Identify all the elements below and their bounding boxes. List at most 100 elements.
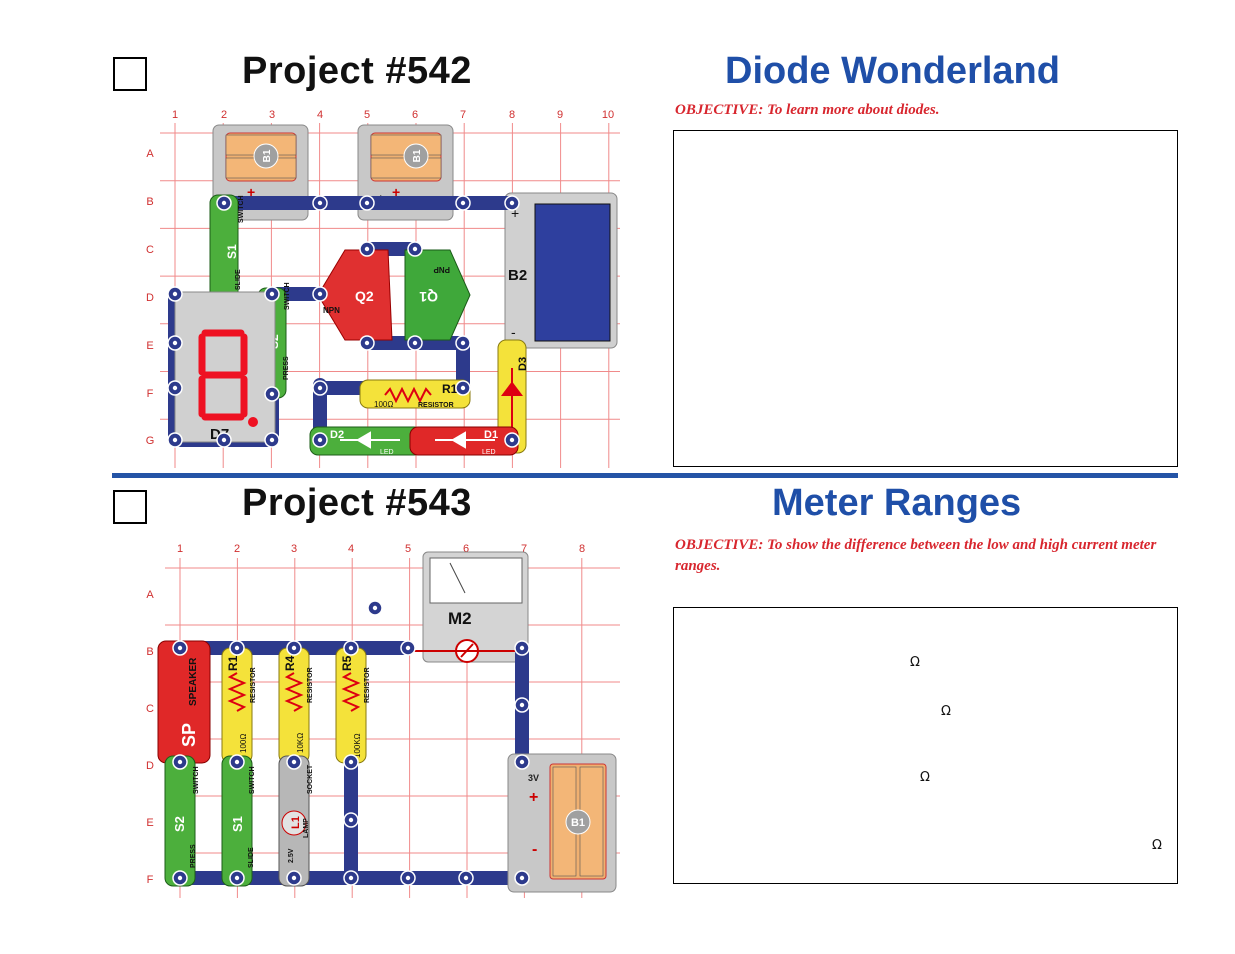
project-543-checkbox[interactable] bbox=[113, 490, 147, 524]
col-label: 2 bbox=[234, 543, 240, 555]
row-label: B bbox=[146, 646, 153, 658]
row-label: C bbox=[146, 703, 154, 715]
col-label: 4 bbox=[348, 543, 354, 555]
snap-node-center bbox=[221, 200, 227, 206]
resistor-r1: R1 100Ω RESISTOR bbox=[221, 647, 257, 764]
svg-text:S1: S1 bbox=[225, 244, 239, 259]
transistor-q2-npn: Q2 NPN bbox=[317, 249, 393, 341]
omega-symbol: Ω bbox=[920, 770, 930, 785]
snap-node-center bbox=[364, 246, 370, 252]
col-label: 6 bbox=[463, 543, 469, 555]
svg-text:SWITCH: SWITCH bbox=[193, 766, 200, 794]
snap-node-center bbox=[372, 605, 378, 611]
svg-text:100KΩ: 100KΩ bbox=[353, 733, 362, 758]
row-label: D bbox=[146, 760, 154, 772]
snap-node-center bbox=[364, 340, 370, 346]
svg-text:R1: R1 bbox=[226, 655, 240, 671]
svg-text:SP: SP bbox=[179, 723, 199, 747]
snap-node-center bbox=[509, 437, 515, 443]
svg-text:+: + bbox=[247, 184, 255, 200]
resistor-r4: R4 10KΩ RESISTOR bbox=[278, 647, 314, 764]
row-label: D bbox=[146, 292, 154, 304]
solar-cell-b2: B2 + - bbox=[504, 192, 618, 349]
svg-text:NPN: NPN bbox=[323, 306, 340, 315]
row-label: F bbox=[147, 388, 154, 400]
snap-node-center bbox=[177, 645, 183, 651]
col-label: 10 bbox=[602, 109, 614, 121]
lamp-socket-l1: L1 2.5V LAMP SOCKET bbox=[278, 755, 314, 887]
snap-node-center bbox=[348, 645, 354, 651]
speaker-sp: SP SPEAKER bbox=[157, 640, 211, 764]
project-542-notes-box bbox=[673, 130, 1178, 467]
led-d1: D1 LED bbox=[409, 426, 519, 456]
battery-b1: B1 3V + - bbox=[507, 753, 617, 893]
snap-node-center bbox=[317, 385, 323, 391]
svg-text:PRESS: PRESS bbox=[283, 356, 290, 380]
snap-node-center bbox=[460, 385, 466, 391]
snap-node-center bbox=[463, 875, 469, 881]
svg-text:SWITCH: SWITCH bbox=[238, 195, 245, 223]
svg-text:+: + bbox=[529, 789, 538, 806]
row-label: A bbox=[146, 148, 154, 160]
col-label: 8 bbox=[579, 543, 585, 555]
snap-node-center bbox=[519, 875, 525, 881]
project-542-checkbox[interactable] bbox=[113, 57, 147, 91]
snap-node-center bbox=[348, 759, 354, 765]
svg-text:RESISTOR: RESISTOR bbox=[418, 402, 454, 409]
col-label: 3 bbox=[269, 109, 275, 121]
col-label: 2 bbox=[221, 109, 227, 121]
svg-text:D3: D3 bbox=[517, 357, 529, 371]
snap-node-center bbox=[269, 437, 275, 443]
svg-text:S1: S1 bbox=[230, 816, 245, 832]
project-543-circuit-diagram: 1 2 3 4 5 6 7 8 A B C D E F M2 SP SPEAKE… bbox=[146, 543, 620, 898]
svg-text:10KΩ: 10KΩ bbox=[296, 733, 305, 753]
svg-text:B1: B1 bbox=[262, 149, 273, 162]
svg-text:RESISTOR: RESISTOR bbox=[307, 667, 314, 703]
col-label: 8 bbox=[509, 109, 515, 121]
snap-node-center bbox=[291, 759, 297, 765]
svg-text:PRESS: PRESS bbox=[190, 844, 197, 868]
svg-text:R5: R5 bbox=[340, 655, 354, 671]
col-label: 1 bbox=[172, 109, 178, 121]
snap-node-center bbox=[405, 645, 411, 651]
project-542-objective: OBJECTIVE: To learn more about diodes. bbox=[675, 102, 940, 118]
svg-text:SWITCH: SWITCH bbox=[249, 766, 256, 794]
svg-text:LED: LED bbox=[482, 449, 496, 456]
snap-node-center bbox=[412, 340, 418, 346]
snap-node-center bbox=[172, 437, 178, 443]
snap-node-center bbox=[348, 817, 354, 823]
row-label: E bbox=[146, 817, 153, 829]
snap-nodes bbox=[172, 600, 530, 886]
snap-node-center bbox=[177, 759, 183, 765]
col-label: 6 bbox=[412, 109, 418, 121]
svg-text:SPEAKER: SPEAKER bbox=[188, 657, 199, 706]
snap-node-center bbox=[269, 291, 275, 297]
omega-symbol: Ω bbox=[941, 704, 951, 719]
svg-text:-: - bbox=[532, 841, 537, 858]
snap-nodes bbox=[167, 195, 520, 448]
svg-text:Q2: Q2 bbox=[355, 288, 374, 304]
snap-node-center bbox=[460, 340, 466, 346]
svg-text:R4: R4 bbox=[283, 655, 297, 671]
snap-node-center bbox=[348, 875, 354, 881]
snap-node-center bbox=[364, 200, 370, 206]
svg-text:+: + bbox=[511, 205, 519, 221]
snap-node-center bbox=[291, 645, 297, 651]
svg-text:D2: D2 bbox=[330, 429, 344, 441]
snap-node-center bbox=[519, 645, 525, 651]
press-switch-s2: S2 PRESS SWITCH bbox=[164, 755, 200, 887]
row-label: B bbox=[146, 196, 153, 208]
snap-node-center bbox=[460, 200, 466, 206]
slide-switch-s1: S1 SLIDE SWITCH bbox=[209, 194, 245, 304]
slide-switch-s1: S1 SLIDE SWITCH bbox=[221, 755, 256, 887]
snap-node-center bbox=[519, 702, 525, 708]
row-label: E bbox=[146, 340, 153, 352]
svg-text:B1: B1 bbox=[412, 149, 423, 162]
resistor-r1: R1 100Ω RESISTOR bbox=[359, 379, 471, 409]
svg-text:L1: L1 bbox=[290, 816, 302, 829]
snap-node-center bbox=[172, 291, 178, 297]
col-label: 5 bbox=[364, 109, 370, 121]
omega-symbol: Ω bbox=[1152, 838, 1162, 853]
seven-segment-display-d7: D7 bbox=[174, 291, 276, 443]
snap-node-center bbox=[269, 391, 275, 397]
